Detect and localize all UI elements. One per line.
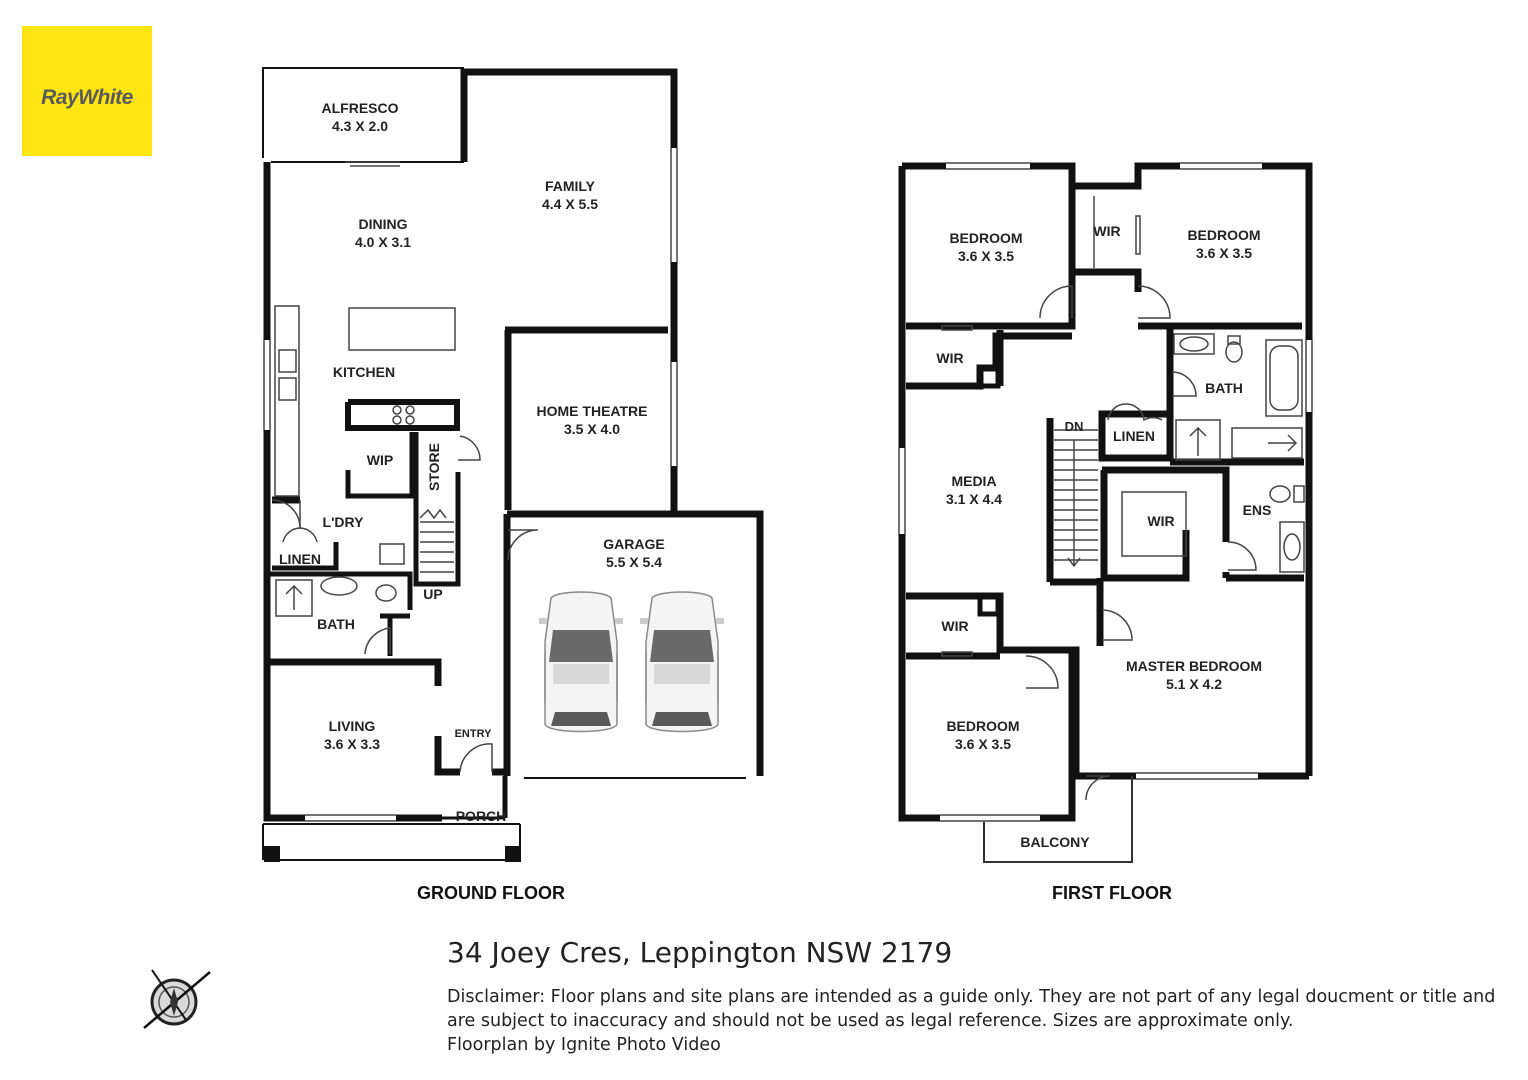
ground-floor-title: GROUND FLOOR bbox=[417, 883, 565, 903]
stair-label-up: UP bbox=[423, 586, 442, 602]
room-name-bedroom-1: BEDROOM bbox=[949, 230, 1022, 246]
room-name-dining: DINING bbox=[359, 216, 408, 232]
room-name-bath-upper: BATH bbox=[1205, 380, 1243, 396]
room-name-bath: BATH bbox=[317, 616, 355, 632]
room-size-dining: 4.0 X 3.1 bbox=[355, 234, 411, 250]
room-name-wir-2: WIR bbox=[936, 350, 963, 366]
room-name-master-bedroom: MASTER BEDROOM bbox=[1126, 658, 1262, 674]
room-name-linen-upper: LINEN bbox=[1113, 428, 1155, 444]
room-size-bedroom-1: 3.6 X 3.5 bbox=[958, 248, 1014, 264]
room-name-store: STORE bbox=[426, 443, 442, 491]
floorplan-credit: Floorplan by Ignite Photo Video bbox=[447, 1035, 721, 1055]
north-arrow-icon bbox=[143, 969, 211, 1029]
room-size-media: 3.1 X 4.4 bbox=[946, 491, 1002, 507]
room-name-balcony: BALCONY bbox=[1020, 834, 1090, 850]
stair-label-dn: DN bbox=[1065, 419, 1084, 434]
raywhite-logo: RayWhite bbox=[22, 26, 152, 156]
room-name-kitchen: KITCHEN bbox=[333, 364, 395, 380]
room-name-wir-1: WIR bbox=[1093, 223, 1120, 239]
car-icon bbox=[639, 591, 725, 733]
room-name-garage: GARAGE bbox=[603, 536, 664, 552]
room-name-bedroom-3: BEDROOM bbox=[946, 718, 1019, 734]
first-floor-fixtures bbox=[898, 162, 1313, 863]
first-floor-title: FIRST FLOOR bbox=[1052, 883, 1172, 903]
property-address: 34 Joey Cres, Leppington NSW 2179 bbox=[447, 936, 953, 969]
floor-plan-drawing: ALFRESCO 4.3 X 2.0 FAMILY 4.4 X 5.5 DINI… bbox=[262, 67, 1313, 903]
room-size-alfresco: 4.3 X 2.0 bbox=[332, 118, 388, 134]
room-name-ens: ENS bbox=[1243, 502, 1272, 518]
room-name-alfresco: ALFRESCO bbox=[322, 100, 399, 116]
room-size-bedroom-2: 3.6 X 3.5 bbox=[1196, 245, 1252, 261]
room-size-family: 4.4 X 5.5 bbox=[542, 196, 598, 212]
room-name-wir-3: WIR bbox=[1147, 513, 1174, 529]
first-floor-labels: BEDROOM 3.6 X 3.5 WIR BEDROOM 3.6 X 3.5 … bbox=[936, 223, 1271, 903]
disclaimer-text: Disclaimer: Floor plans and site plans a… bbox=[447, 987, 1496, 1031]
car-icon bbox=[538, 591, 624, 733]
room-name-media: MEDIA bbox=[951, 473, 996, 489]
room-name-porch: PORCH bbox=[456, 808, 507, 824]
room-size-master-bedroom: 5.1 X 4.2 bbox=[1166, 676, 1222, 692]
room-name-laundry: L'DRY bbox=[323, 514, 365, 530]
room-name-wir-4: WIR bbox=[941, 618, 968, 634]
room-name-home-theatre: HOME THEATRE bbox=[537, 403, 648, 419]
room-name-entry: ENTRY bbox=[455, 728, 493, 740]
room-name-wip: WIP bbox=[367, 452, 393, 468]
room-size-living: 3.6 X 3.3 bbox=[324, 736, 380, 752]
room-name-family: FAMILY bbox=[545, 178, 596, 194]
room-size-bedroom-3: 3.6 X 3.5 bbox=[955, 736, 1011, 752]
room-name-linen: LINEN bbox=[279, 551, 321, 567]
room-name-living: LIVING bbox=[329, 718, 376, 734]
room-name-bedroom-2: BEDROOM bbox=[1187, 227, 1260, 243]
room-size-home-theatre: 3.5 X 4.0 bbox=[564, 421, 620, 437]
room-size-garage: 5.5 X 5.4 bbox=[606, 554, 662, 570]
raywhite-logo-text: RayWhite bbox=[41, 86, 133, 109]
ground-floor-fixtures bbox=[263, 148, 678, 862]
ground-floor-labels: ALFRESCO 4.3 X 2.0 FAMILY 4.4 X 5.5 DINI… bbox=[279, 100, 665, 903]
